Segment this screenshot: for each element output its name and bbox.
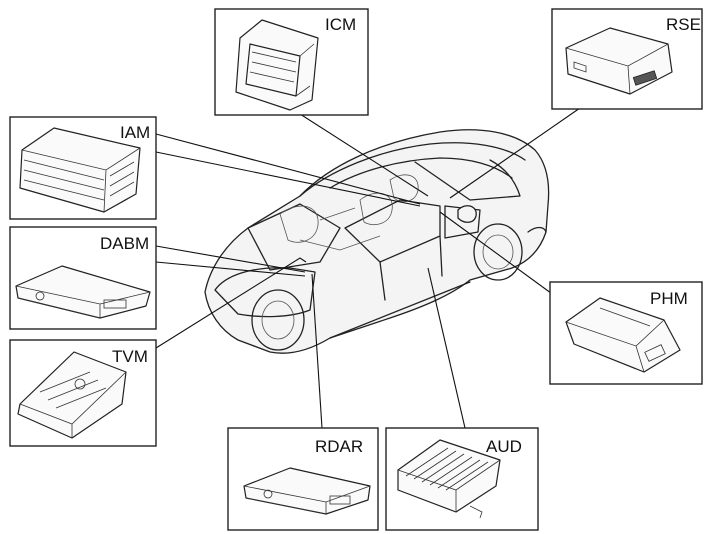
- tvm-callout: TVM: [9, 339, 157, 447]
- icm-callout: ICM: [214, 8, 369, 116]
- leader-lines: [155, 107, 581, 429]
- rse-leader: [449, 107, 581, 199]
- icm-leader: [299, 113, 429, 197]
- iam-leader: [155, 133, 421, 207]
- rdar-module-icon: [243, 467, 371, 515]
- icm-label: ICM: [325, 15, 356, 34]
- tvm-module-icon: [17, 351, 127, 439]
- rse-callout: RSE: [551, 8, 703, 110]
- rdar-callout: RDAR: [227, 427, 379, 531]
- iam-module-icon: [19, 127, 141, 213]
- tvm-leader: [155, 257, 307, 349]
- iam-label: IAM: [120, 123, 150, 142]
- dabm-module-icon: [15, 265, 151, 319]
- iam-callout: IAM: [9, 116, 157, 220]
- dabm-callout: DABM: [9, 226, 157, 330]
- aud-callout: AUD: [385, 427, 539, 531]
- icm-module-icon: [235, 19, 319, 111]
- phm-leader: [439, 211, 556, 297]
- rdar-label: RDAR: [315, 437, 363, 456]
- dabm-label: DABM: [100, 234, 149, 253]
- tvm-label: TVM: [112, 347, 148, 366]
- aud-module-icon: [397, 439, 501, 519]
- phm-module-icon: [565, 297, 681, 373]
- phm-label: PHM: [650, 289, 688, 308]
- phm-callout: PHM: [549, 281, 703, 385]
- dabm-leader: [155, 245, 306, 277]
- rdar-leader: [311, 273, 323, 429]
- aud-label: AUD: [486, 437, 522, 456]
- rse-module-icon: [565, 27, 673, 95]
- car-illustration: [204, 129, 550, 354]
- aud-leader: [427, 267, 466, 429]
- rse-label: RSE: [666, 15, 701, 34]
